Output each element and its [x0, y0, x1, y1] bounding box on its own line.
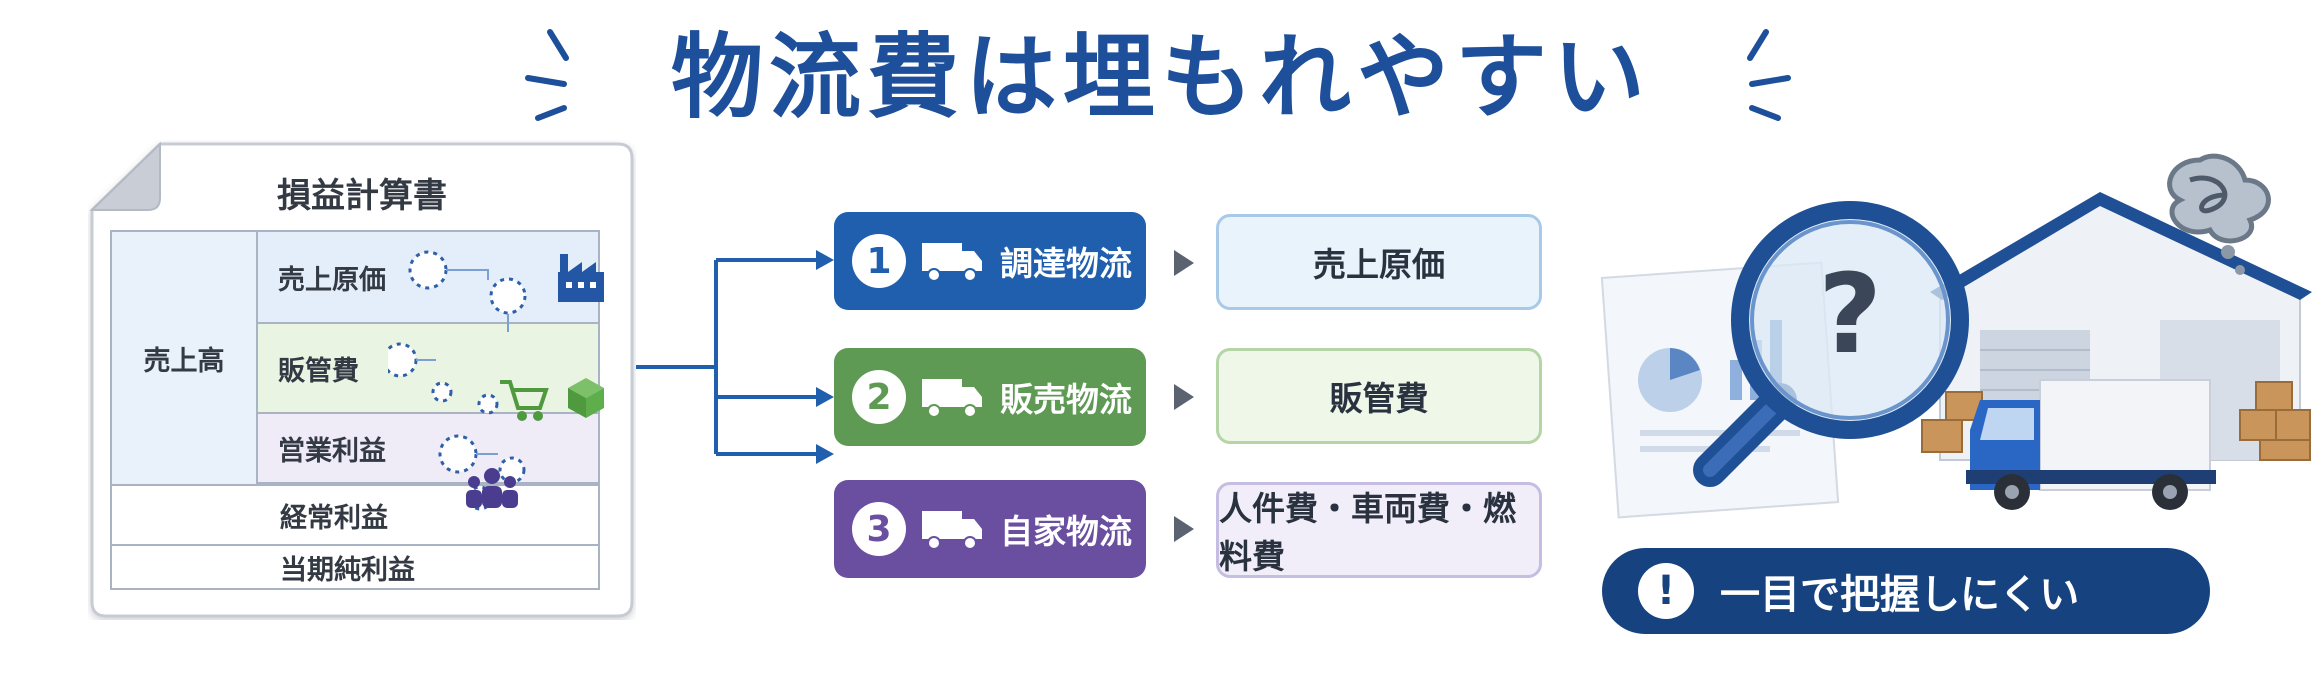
delivery-truck-icon — [1966, 379, 2216, 510]
flow-label: 自家物流 — [1000, 512, 1132, 551]
row-label: 当期純利益 — [280, 554, 415, 586]
revenue-cell: 売上高 — [112, 232, 258, 484]
people-icon — [466, 468, 518, 508]
callout-label: 一目で把握しにくい — [1720, 572, 2080, 618]
magnifying-glass-icon — [1693, 201, 1969, 487]
flow-number: 1 — [852, 234, 906, 288]
result-label: 売上原価 — [1313, 245, 1445, 284]
flow-label: 調達物流 — [1000, 244, 1132, 283]
truck-icon — [922, 511, 982, 550]
flow-label: 販売物流 — [1000, 380, 1132, 419]
row-label: 販管費 — [278, 355, 359, 387]
thought-bubble-icon — [2167, 153, 2271, 275]
revenue-label: 売上高 — [143, 345, 225, 377]
page-title: 物流費は埋もれやすい — [670, 24, 1651, 131]
result-label: 販管費 — [1329, 379, 1429, 418]
row-operating-profit: 営業利益 — [258, 414, 598, 484]
row-label: 売上原価 — [278, 264, 386, 296]
cardboard-boxes-icon — [1921, 381, 2311, 461]
warehouse-illustration: ? — [1600, 153, 2312, 519]
truck-icon — [922, 379, 982, 418]
statement-title: 損益計算書 — [277, 176, 447, 216]
cart-icon — [500, 380, 549, 421]
flow-number: 2 — [852, 370, 906, 424]
branch-connector-icon — [636, 250, 834, 464]
flow-box-procurement: 1 調達物流 — [834, 212, 1146, 310]
arrow-right-icon — [1174, 250, 1194, 276]
row-label: 経常利益 — [280, 502, 388, 534]
flow-box-inhouse: 3 自家物流 — [834, 480, 1146, 578]
exclamation-icon: ! — [1638, 563, 1694, 619]
truck-icon — [922, 243, 982, 282]
accent-marks-left-icon — [525, 29, 569, 121]
result-box-personnel: 人件費・車両費・燃料費 — [1216, 482, 1542, 578]
row-label: 営業利益 — [278, 435, 386, 467]
income-statement-card: 損益計算書 売上高 売上原価 販管費 営業利益 経常利益 当期純利益 — [88, 140, 636, 620]
row-net-income: 当期純利益 — [112, 546, 598, 588]
flow-number: 3 — [852, 502, 906, 556]
question-mark: ? — [1818, 250, 1882, 378]
arrow-right-icon — [1174, 384, 1194, 410]
box-icon — [568, 378, 604, 418]
flow-box-sales: 2 販売物流 — [834, 348, 1146, 446]
accent-marks-right-icon — [1747, 29, 1791, 121]
row-ordinary-profit: 経常利益 — [112, 484, 598, 546]
result-box-cost-of-sales: 売上原価 — [1216, 214, 1542, 310]
arrow-right-icon — [1174, 516, 1194, 542]
row-cost-of-sales: 売上原価 — [258, 232, 598, 324]
dotted-connectors-icon — [388, 250, 604, 511]
result-label: 人件費・車両費・燃料費 — [1219, 489, 1516, 576]
callout-pill: ! 一目で把握しにくい — [1602, 548, 2210, 634]
factory-icon — [558, 254, 604, 302]
result-box-sga: 販管費 — [1216, 348, 1542, 444]
